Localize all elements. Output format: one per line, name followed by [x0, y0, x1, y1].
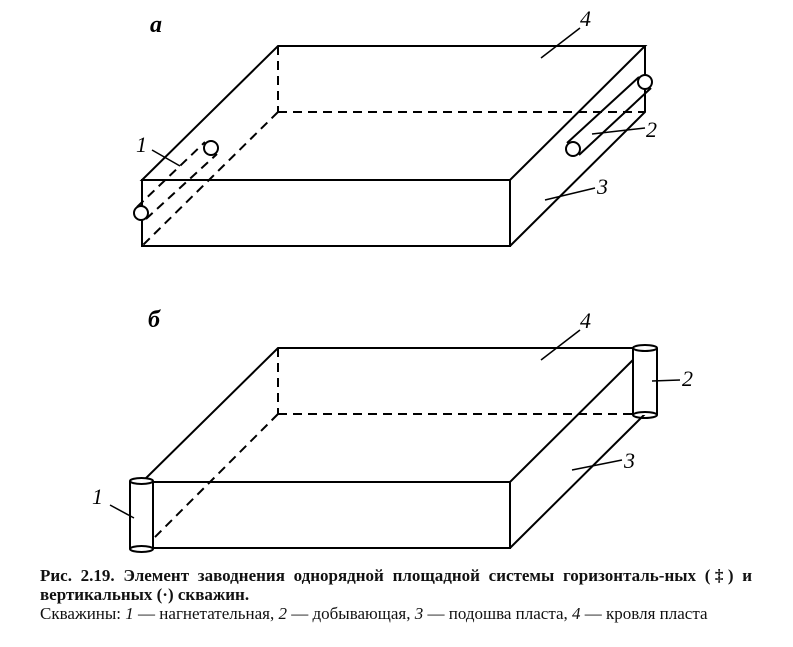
legend-text: — добывающая, — [286, 604, 415, 623]
legend-num: 3 — [414, 604, 424, 623]
legend-text: — нагнетательная, — [133, 604, 279, 623]
block-b-hidden-edges — [151, 348, 633, 541]
well-1-vertical — [129, 477, 154, 553]
legend-num: 1 — [125, 604, 134, 623]
panel-a: а 4 1 2 3 — [133, 6, 657, 247]
legend-num: 2 — [278, 604, 287, 623]
label-4: 4 — [580, 6, 591, 31]
caption-title: Рис. 2.19. Элемент заводнения однорядной… — [40, 566, 752, 604]
panel-b: б 4 1 2 3 — [92, 307, 693, 553]
block-a-front — [141, 179, 511, 247]
caption-legend: Скважины: 1 — нагнетательная, 2 — добыва… — [40, 604, 752, 623]
label-4: 4 — [580, 308, 591, 333]
panel-label-a: а — [150, 12, 162, 38]
label-3: 3 — [596, 174, 608, 199]
block-b-front — [141, 481, 511, 549]
label-1: 1 — [136, 132, 147, 157]
label-3: 3 — [623, 448, 635, 473]
label-2: 2 — [646, 117, 657, 142]
figure-caption: Рис. 2.19. Элемент заводнения однорядной… — [40, 566, 752, 623]
well-2-horizontal-end — [637, 74, 653, 90]
label-2: 2 — [682, 366, 693, 391]
legend-text: — кровля пласта — [580, 604, 708, 623]
panel-label-b: б — [148, 307, 161, 333]
label-1: 1 — [92, 484, 103, 509]
well-1-horizontal-end — [133, 205, 149, 221]
legend-prefix: Скважины: — [40, 604, 126, 623]
legend-text: — подошва пласта, — [423, 604, 573, 623]
well-flooding-diagram: а 4 1 2 3 б 4 1 2 3 — [92, 6, 693, 553]
legend-num: 4 — [572, 604, 581, 623]
well-1-horizontal-end — [203, 140, 219, 156]
well-2-horizontal-end — [565, 141, 581, 157]
block-a-hidden-edges — [136, 46, 645, 247]
